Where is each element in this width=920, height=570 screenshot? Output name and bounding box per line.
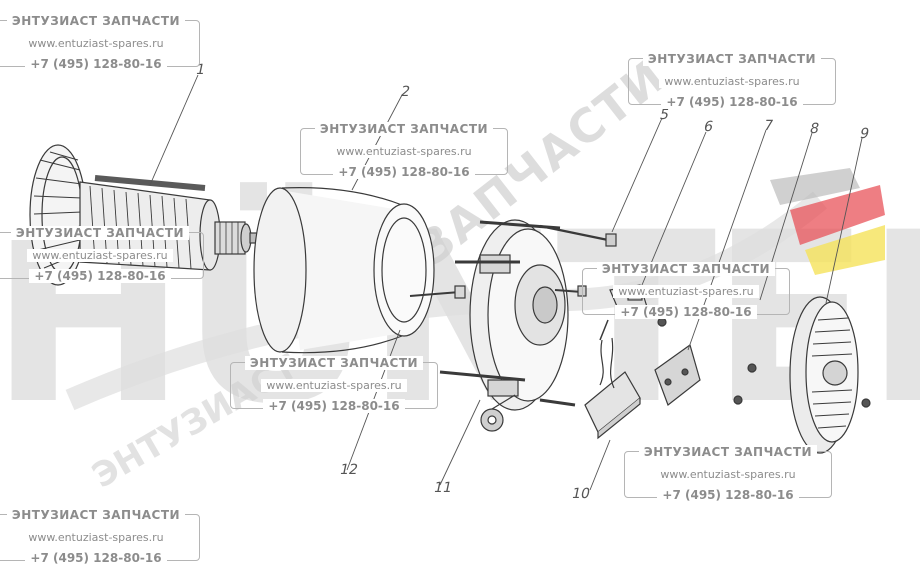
watermark-phone: +7 (495) 128-80-16 [615, 305, 757, 319]
end-bracket-part [439, 219, 576, 432]
watermark-company: ЭНТУЗИАСТ ЗАПЧАСТИ [314, 122, 494, 136]
watermark-company: ЭНТУЗИАСТ ЗАПЧАСТИ [10, 226, 190, 240]
watermark-phone: +7 (495) 128-80-16 [25, 57, 167, 71]
watermark-box-6: ЭНТУЗИАСТ ЗАПЧАСТИ www.entuziast-spares.… [226, 352, 442, 415]
watermark-company: ЭНТУЗИАСТ ЗАПЧАСТИ [596, 262, 776, 276]
watermark-phone: +7 (495) 128-80-16 [29, 269, 171, 283]
watermark-website: www.entuziast-spares.ru [27, 249, 173, 262]
watermark-company: ЭНТУЗИАСТ ЗАПЧАСТИ [6, 14, 186, 28]
watermark-company: ЭНТУЗИАСТ ЗАПЧАСТИ [638, 445, 818, 459]
watermark-website: www.entuziast-spares.ru [659, 75, 805, 88]
watermark-company: ЭНТУЗИАСТ ЗАПЧАСТИ [642, 52, 822, 66]
watermark-phone: +7 (495) 128-80-16 [25, 551, 167, 565]
watermark-company: ЭНТУЗИАСТ ЗАПЧАСТИ [244, 356, 424, 370]
watermark-box-3: ЭНТУЗИАСТ ЗАПЧАСТИ www.entuziast-spares.… [624, 48, 840, 111]
stator-housing-part [253, 187, 466, 354]
watermark-website: www.entuziast-spares.ru [23, 37, 169, 50]
callout-10: 10 [570, 486, 592, 502]
watermark-box-4: ЭНТУЗИАСТ ЗАПЧАСТИ www.entuziast-spares.… [0, 222, 208, 285]
end-cover-part [789, 296, 859, 454]
watermark-phone: +7 (495) 128-80-16 [657, 488, 799, 502]
watermark-box-8: ЭНТУЗИАСТ ЗАПЧАСТИ www.entuziast-spares.… [0, 504, 204, 567]
watermark-box-2: ЭНТУЗИАСТ ЗАПЧАСТИ www.entuziast-spares.… [296, 118, 512, 181]
terminal-block-part [654, 344, 701, 406]
watermark-box-5: ЭНТУЗИАСТ ЗАПЧАСТИ www.entuziast-spares.… [578, 258, 794, 321]
callout-11: 11 [432, 480, 454, 496]
watermark-website: www.entuziast-spares.ru [261, 379, 407, 392]
watermark-company: ЭНТУЗИАСТ ЗАПЧАСТИ [6, 508, 186, 522]
watermark-website: www.entuziast-spares.ru [23, 531, 169, 544]
watermark-website: www.entuziast-spares.ru [331, 145, 477, 158]
switch-box-part [584, 337, 641, 440]
watermark-phone: +7 (495) 128-80-16 [263, 399, 405, 413]
watermark-website: www.entuziast-spares.ru [613, 285, 759, 298]
watermark-phone: +7 (495) 128-80-16 [661, 95, 803, 109]
callout-12: 12 [338, 462, 360, 478]
watermark-box-1: ЭНТУЗИАСТ ЗАПЧАСТИ www.entuziast-spares.… [0, 10, 204, 73]
watermark-phone: +7 (495) 128-80-16 [333, 165, 475, 179]
watermark-website: www.entuziast-spares.ru [655, 468, 801, 481]
watermark-box-7: ЭНТУЗИАСТ ЗАПЧАСТИ www.entuziast-spares.… [620, 441, 836, 504]
